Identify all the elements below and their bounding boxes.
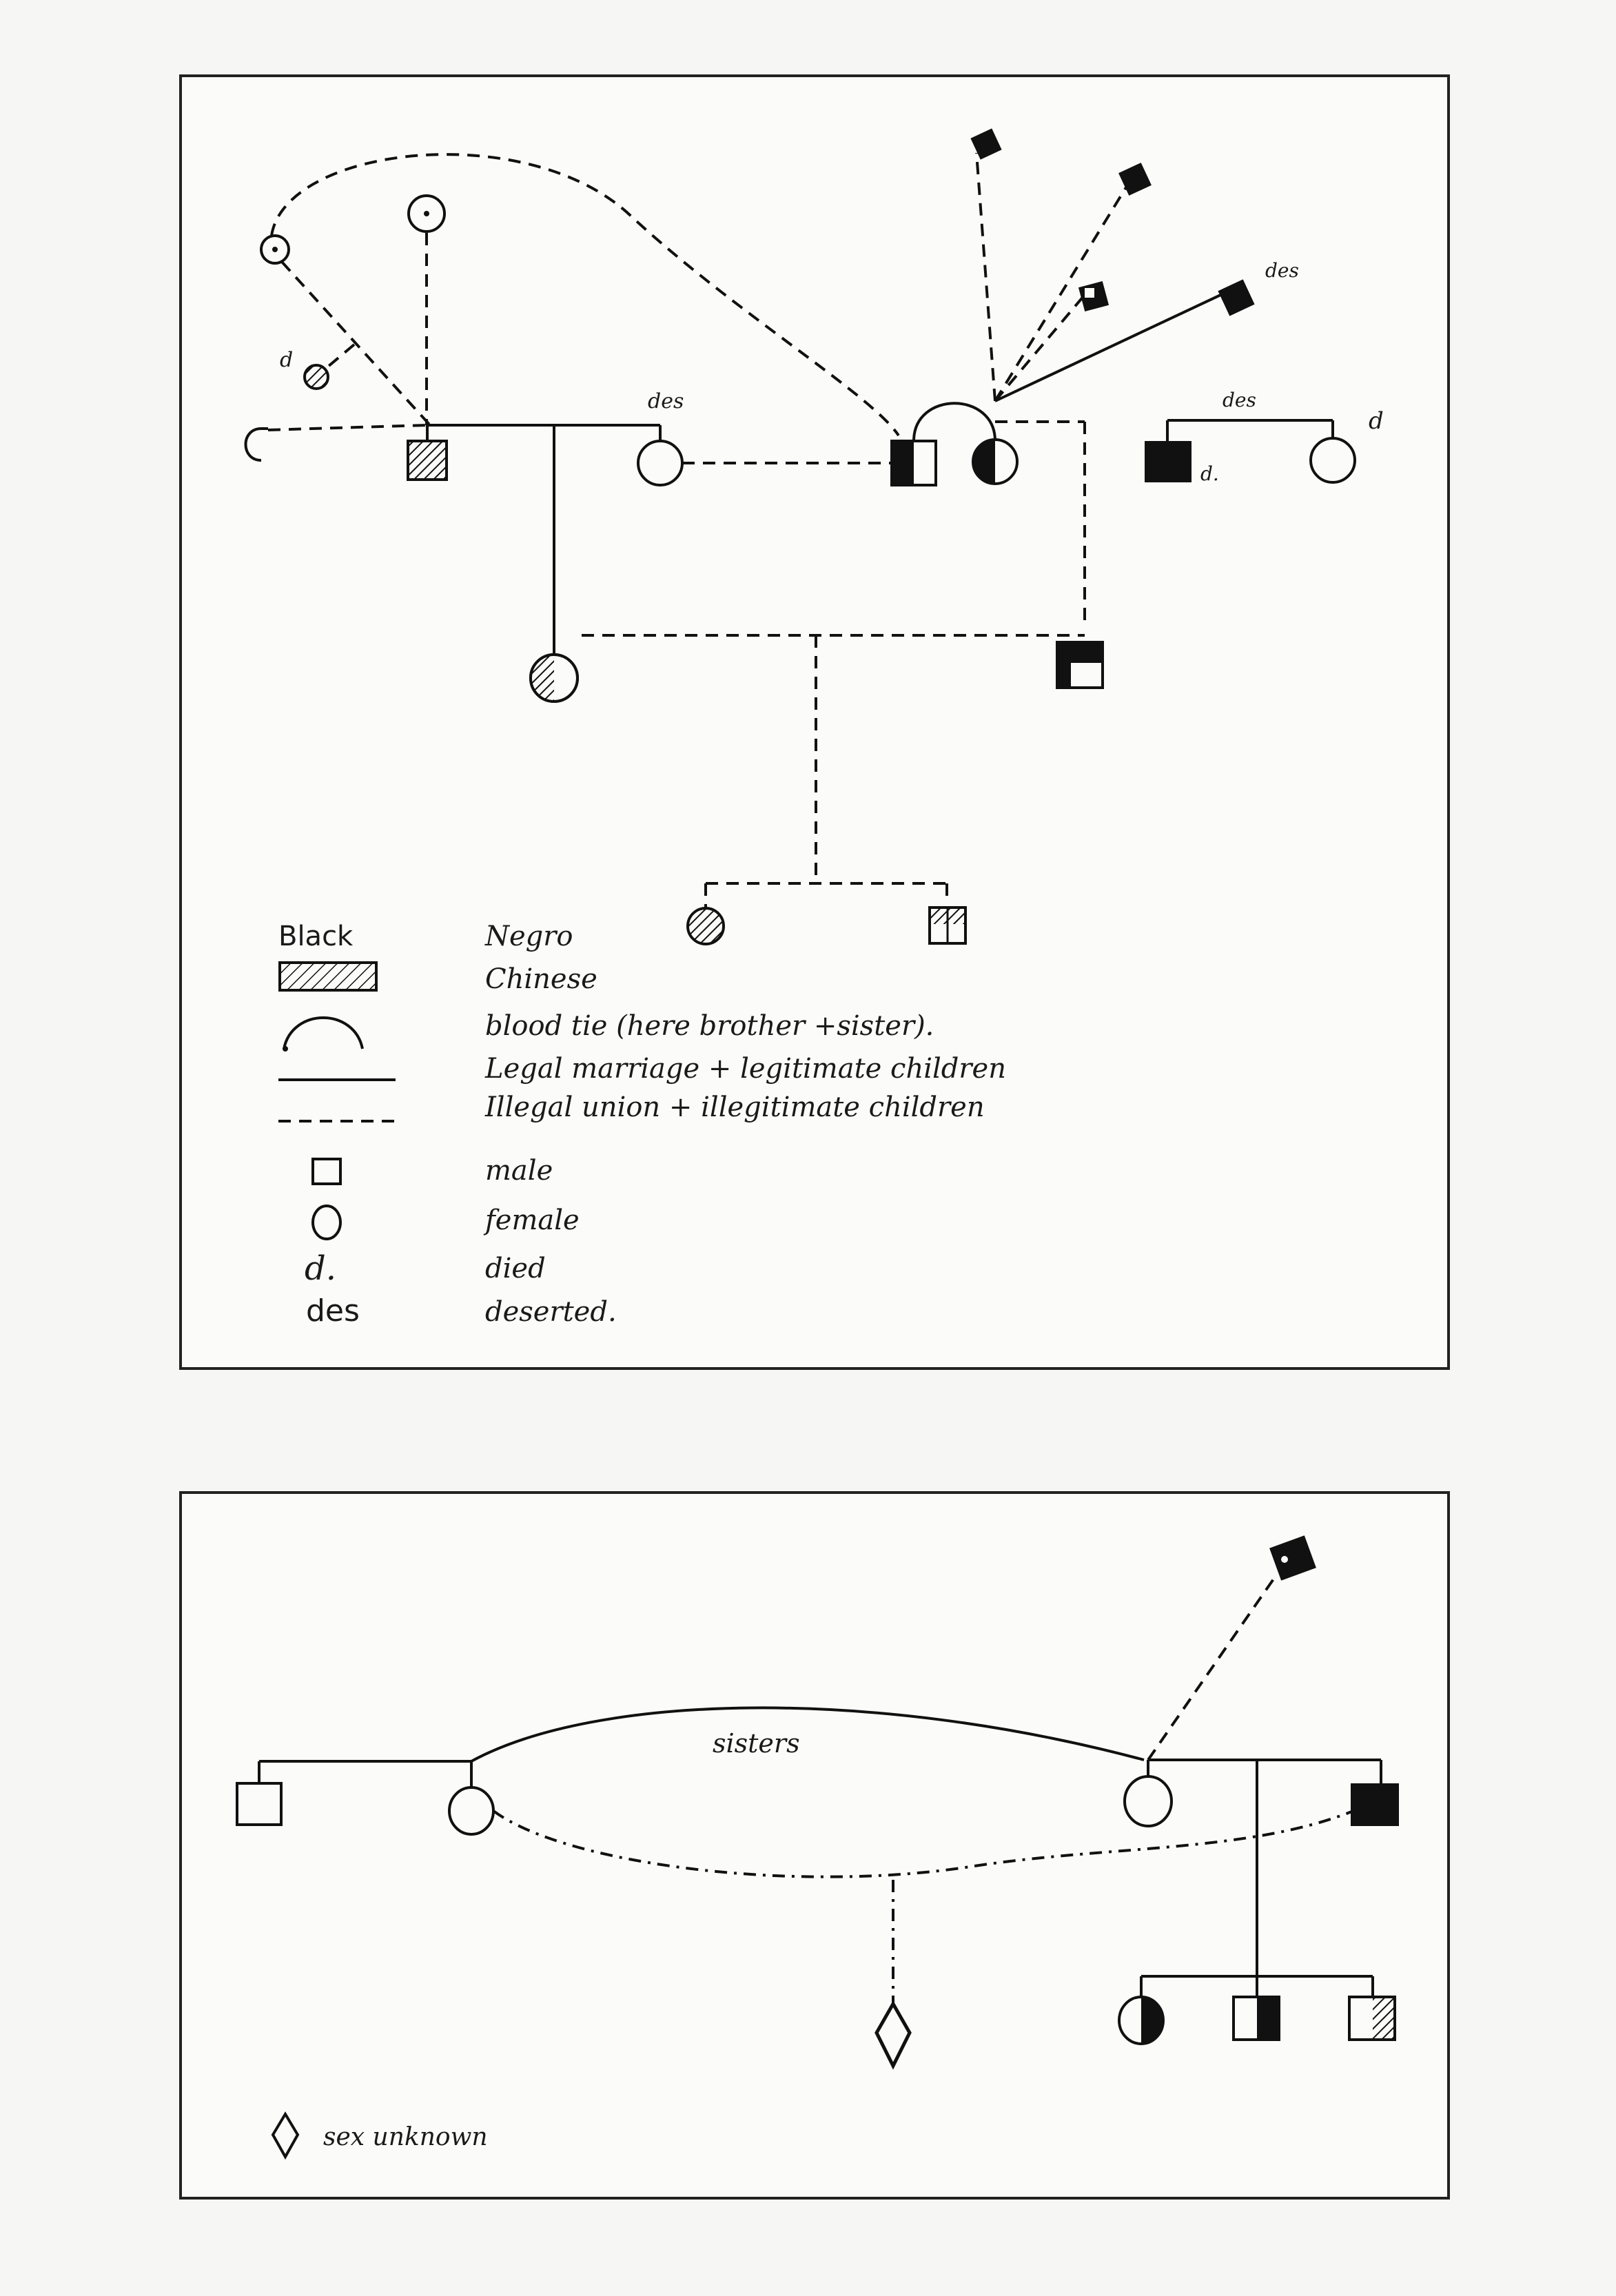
kinship-diagram-2: sisters — [236, 1535, 1399, 2160]
union-line — [267, 424, 427, 431]
legend-symbol-text: Black — [278, 921, 354, 952]
died-annotation: d. — [1200, 462, 1219, 485]
sisters-label: sisters — [713, 1728, 800, 1759]
marriage-line — [994, 289, 1230, 402]
legend-chinese-swatch — [278, 961, 378, 992]
union-line — [994, 289, 1090, 402]
legend-blood-tie-arc — [283, 1016, 364, 1049]
deserted-annotation: des — [1223, 389, 1256, 411]
male-black-symbol-right — [1351, 1783, 1399, 1826]
kinship-diagram-panel-1: d des — [179, 74, 1450, 1370]
union-line — [318, 343, 356, 375]
union-line — [1147, 1572, 1279, 1761]
union-line — [994, 186, 1127, 402]
legend-symbol-text: d. — [305, 1249, 336, 1288]
legend-2: sex unknown — [271, 2111, 488, 2160]
male-black-symbol-died — [1145, 441, 1191, 482]
kinship-diagram-panel-2: sisters — [179, 1491, 1450, 2200]
legend-meaning: blood tie (here brother +sister). — [485, 1010, 934, 1042]
legend-male-square — [311, 1158, 342, 1185]
union-line — [975, 152, 996, 402]
deserted-annotation: des — [648, 389, 684, 413]
union-line — [280, 260, 431, 427]
female-symbol-sister-2 — [1123, 1775, 1173, 1827]
sisters-blood-tie-arc — [471, 1706, 1145, 1763]
male-black-symbol-top-right — [1269, 1535, 1316, 1581]
sex-unknown-diamond — [875, 2000, 912, 2070]
legend-diamond-symbol — [271, 2111, 300, 2160]
legend-meaning: Legal marriage + legitimate children — [484, 1053, 1006, 1085]
male-symbol-left — [236, 1782, 283, 1826]
died-annotation: d — [1369, 407, 1384, 435]
blood-tie-arc — [912, 402, 996, 442]
legend-meaning: sex unknown — [323, 2123, 488, 2151]
legend-meaning: deserted. — [485, 1296, 617, 1328]
legend-meaning: Chinese — [485, 963, 597, 995]
illegal-union-loop — [270, 153, 900, 437]
female-chinese-symbol-small — [303, 364, 329, 390]
legend-meaning: female — [483, 1205, 580, 1236]
legend-meaning: died — [485, 1253, 546, 1284]
male-black-symbol-1 — [970, 128, 1002, 160]
legend: Black Negro Chinese blood tie (here brot… — [278, 921, 1006, 1329]
female-symbol-sister-1 — [448, 1786, 495, 1836]
legend-symbol-text: des — [306, 1293, 360, 1329]
female-symbol-left — [244, 427, 268, 462]
kinship-diagram-1: d des — [244, 128, 1384, 1329]
male-black-symbol-2 — [1118, 163, 1152, 196]
male-chinese-symbol — [407, 440, 448, 481]
legend-meaning: Negro — [484, 921, 573, 952]
legend-meaning: Illegal union + illegitimate children — [484, 1091, 985, 1123]
legend-meaning: male — [485, 1155, 553, 1187]
died-annotation: d — [280, 348, 293, 372]
female-symbol-deserted — [637, 440, 684, 486]
deserted-annotation: des — [1265, 259, 1299, 282]
male-black-symbol-4 — [1218, 279, 1255, 316]
female-mixed-grandchild — [686, 907, 725, 945]
illegal-union-curve — [492, 1810, 1354, 1878]
female-symbol-died — [1309, 437, 1356, 484]
legend-female-circle — [311, 1205, 342, 1240]
